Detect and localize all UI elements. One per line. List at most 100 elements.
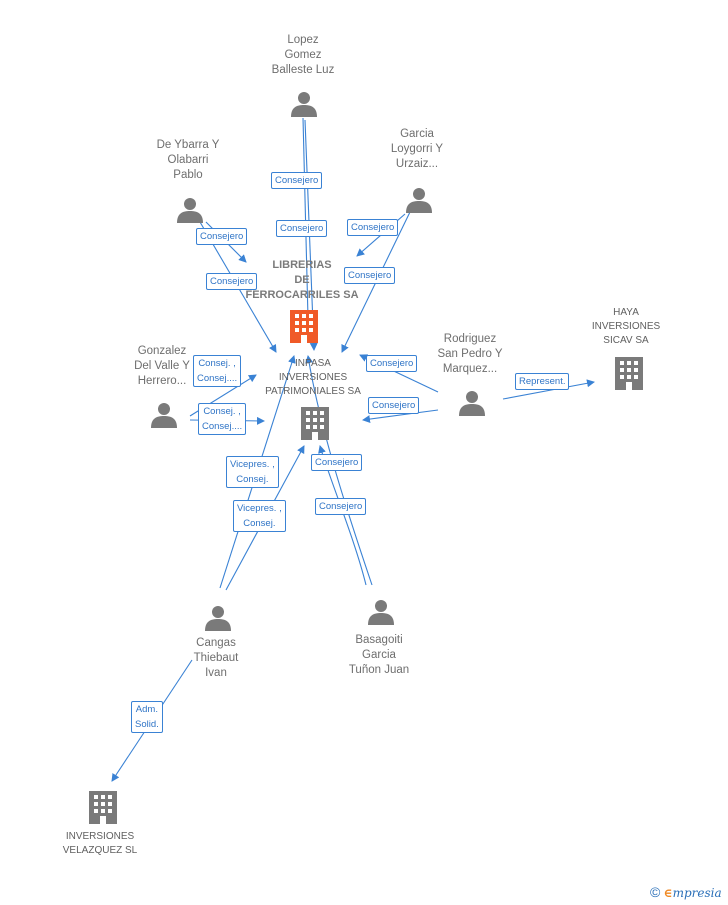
building-icon-velazquez xyxy=(89,791,117,824)
label-line: PATRIMONIALES SA xyxy=(265,386,361,397)
label-line: Garcia xyxy=(362,649,396,661)
label-line: Herrero... xyxy=(137,375,187,387)
label-line: Cangas xyxy=(196,637,236,649)
label-line: Urzaiz... xyxy=(395,158,439,170)
label-line: VELAZQUEZ SL xyxy=(62,845,138,856)
edge-label-text: Consejero xyxy=(280,223,324,234)
label-line: INPASA xyxy=(295,358,331,369)
node-label-cangas[interactable]: Cangas Thiebaut Ivan xyxy=(194,636,239,681)
edge-label-adm-solid[interactable]: Adm. Solid. xyxy=(131,701,163,733)
label-line: Olabarri xyxy=(167,154,209,166)
edge-label-text: Represent. xyxy=(519,376,566,387)
edge-label-consejero[interactable]: Consejero xyxy=(196,228,248,245)
label-line: Ivan xyxy=(205,667,227,679)
node-label-basagoiti[interactable]: Basagoiti Garcia Tuñon Juan xyxy=(349,633,409,678)
node-label-inpasa[interactable]: INPASA INVERSIONES PATRIMONIALES SA xyxy=(265,357,361,399)
edge-label-text: Consejero xyxy=(370,358,414,369)
node-label-deybarra[interactable]: De Ybarra Y Olabarri Pablo xyxy=(157,138,220,183)
person-icon-lopez xyxy=(291,92,317,117)
node-label-haya[interactable]: HAYA INVERSIONES SICAV SA xyxy=(592,306,660,348)
edge-label-text: Consejero xyxy=(319,501,363,512)
person-icon-basagoiti xyxy=(368,600,394,625)
label-line: INVERSIONES xyxy=(591,321,661,332)
edge-label-consejero[interactable]: Consejero xyxy=(271,172,323,189)
edge-label-consejero[interactable]: Consejero xyxy=(347,219,399,236)
edge-label-text: Consej.... xyxy=(197,373,238,384)
edge-rodriguez-haya xyxy=(502,379,595,400)
label-line: FERROCARRILES SA xyxy=(245,289,359,301)
edge-label-vicepres[interactable]: Vicepres. , Consej. xyxy=(233,500,286,532)
edge-label-consejero[interactable]: Consejero xyxy=(206,273,258,290)
edge-label-text: Consejero xyxy=(351,222,395,233)
edge-label-text: Consejero xyxy=(315,457,359,468)
node-label-garcia[interactable]: Garcia Loygorri Y Urzaiz... xyxy=(391,127,443,172)
edge-label-consejero[interactable]: Consejero xyxy=(366,355,418,372)
label-line: Basagoiti xyxy=(355,634,403,646)
label-line: Garcia xyxy=(400,128,434,140)
edge-label-consejero[interactable]: Consejero xyxy=(344,267,396,284)
label-line: Thiebaut xyxy=(193,652,239,664)
node-label-lopez[interactable]: Lopez Gomez Balleste Luz xyxy=(272,33,335,78)
brand-name: mpresia xyxy=(672,886,722,900)
label-line: DE xyxy=(294,274,310,286)
edge-label-consejero[interactable]: Consejero xyxy=(368,397,420,414)
label-line: HAYA xyxy=(613,307,639,318)
edge-label-text: Consejero xyxy=(210,276,254,287)
person-icon-deybarra xyxy=(177,198,203,223)
edge-label-represent[interactable]: Represent. xyxy=(515,373,570,390)
label-line: INVERSIONES xyxy=(278,372,348,383)
edge-rodriguez-inpasa xyxy=(362,409,439,424)
building-icon-haya xyxy=(615,357,643,390)
label-line: Rodriguez xyxy=(443,333,497,345)
label-line: Loygorri Y xyxy=(390,143,444,155)
edge-label-consejero[interactable]: Consejero xyxy=(276,220,328,237)
edge-label-text: Adm. xyxy=(135,704,158,715)
edge-label-text: Vicepres. , xyxy=(230,459,275,470)
node-label-gonzalez[interactable]: Gonzalez Del Valle Y Herrero... xyxy=(134,344,190,389)
label-line: De Ybarra Y xyxy=(156,139,220,151)
building-icon-inpasa xyxy=(301,407,329,440)
footer-brand[interactable]: © ∈mpresia xyxy=(650,884,722,900)
copyright-icon: © xyxy=(650,884,661,900)
label-line: SICAV SA xyxy=(603,335,649,346)
node-label-librerias[interactable]: LIBRERIAS DE FERROCARRILES SA xyxy=(245,258,358,303)
label-line: Pablo xyxy=(173,169,203,181)
edge-label-text: Consej.... xyxy=(202,421,243,432)
person-icon-rodriguez xyxy=(459,391,485,416)
person-icon-gonzalez xyxy=(151,403,177,428)
edge-label-consej[interactable]: Consej. , Consej.... xyxy=(198,403,247,435)
label-line: Marquez... xyxy=(442,363,498,375)
edge-label-text: Consejero xyxy=(275,175,319,186)
edge-basagoiti-librerias xyxy=(305,355,373,586)
label-line: Del Valle Y xyxy=(134,360,190,372)
label-line: San Pedro Y xyxy=(437,348,503,360)
label-line: Gonzalez xyxy=(137,345,187,357)
edge-label-vicepres[interactable]: Vicepres. , Consej. xyxy=(226,456,279,488)
edge-label-consejero[interactable]: Consejero xyxy=(311,454,363,471)
brand-logo: ∈mpresia xyxy=(664,886,722,900)
label-line: Gomez xyxy=(284,49,322,61)
edge-label-text: Consej. , xyxy=(198,358,236,369)
edge-label-text: Solid. xyxy=(135,719,159,730)
edge-label-text: Consej. , xyxy=(203,406,241,417)
label-line: Tuñon Juan xyxy=(348,664,410,676)
edge-label-text: Consejero xyxy=(372,400,416,411)
person-icon-garcia xyxy=(406,188,432,213)
edge-label-consejero[interactable]: Consejero xyxy=(315,498,367,515)
node-label-rodriguez[interactable]: Rodriguez San Pedro Y Marquez... xyxy=(437,332,502,377)
label-line: Lopez xyxy=(287,34,319,46)
person-icon-cangas xyxy=(205,606,231,631)
node-label-velazquez[interactable]: INVERSIONES VELAZQUEZ SL xyxy=(63,830,137,858)
edge-label-text: Consej. xyxy=(243,518,276,529)
edge-label-text: Consejero xyxy=(200,231,244,242)
label-line: LIBRERIAS xyxy=(272,259,332,271)
brand-e: ∈ xyxy=(663,886,673,900)
edge-lopez-librerias xyxy=(302,117,312,319)
label-line: INVERSIONES xyxy=(65,831,135,842)
edge-label-text: Consejero xyxy=(348,270,392,281)
label-line: Balleste Luz xyxy=(271,64,335,76)
edge-label-text: Vicepres. , xyxy=(237,503,282,514)
edge-label-text: Consej. xyxy=(236,474,269,485)
edge-label-consej[interactable]: Consej. , Consej.... xyxy=(193,355,242,387)
